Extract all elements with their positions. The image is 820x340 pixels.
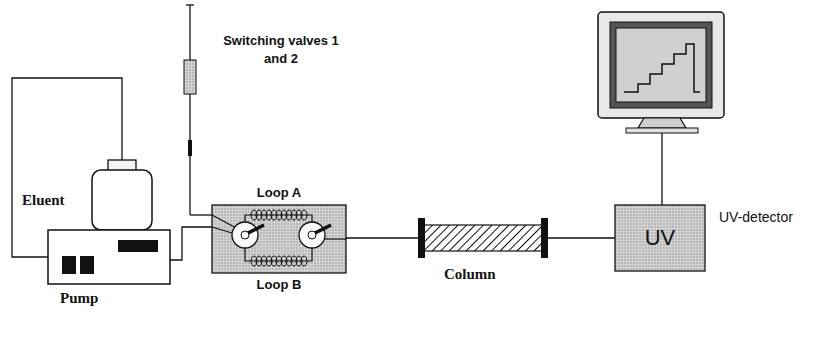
node-label: Eluent: [22, 192, 65, 209]
monitor: [598, 12, 724, 205]
tubing-line: [548, 237, 615, 238]
tubing-line: [346, 237, 418, 238]
column: Column: [418, 222, 548, 254]
pump: Pump: [48, 230, 170, 284]
column-shape: [418, 222, 548, 254]
pump-shape: [48, 230, 170, 284]
node-label: UV: [615, 225, 705, 251]
switching-valve-block-shape: [212, 205, 346, 273]
node-label: UV-detector: [719, 209, 793, 225]
eluent-bottle: Eluent: [92, 160, 152, 230]
eluent-bottle-shape: [92, 160, 152, 230]
node-label: Pump: [60, 290, 98, 307]
node-label: Loop A: [212, 185, 346, 200]
tubing-line: [170, 227, 212, 260]
valve-title: Switching valves 1 and 2: [214, 32, 348, 68]
uv-detector: UVUV-detector: [615, 205, 705, 271]
switching-valve-block: Loop ALoop B: [212, 205, 346, 273]
node-label: Column: [444, 266, 496, 283]
node-label: Loop B: [212, 277, 346, 292]
injector: [184, 5, 212, 215]
